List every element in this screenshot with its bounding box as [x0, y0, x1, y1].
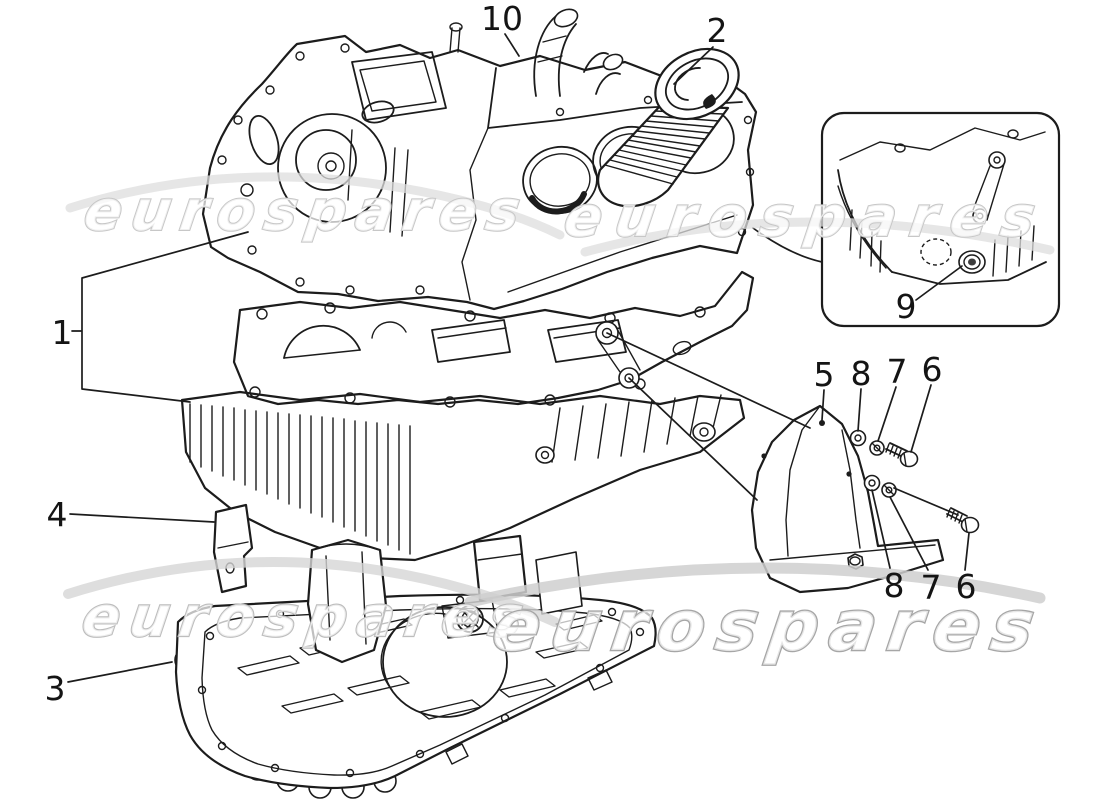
callout-9: 9 — [896, 287, 917, 326]
callout-5: 5 — [814, 355, 835, 394]
part-oil-sump-pan — [174, 593, 657, 799]
part-cylinder-sleeve — [597, 47, 740, 208]
callout-10: 10 — [481, 0, 523, 38]
callout-6-lower: 6 — [956, 567, 977, 606]
bolt-upper — [885, 442, 919, 468]
watermark-logo-top-left: eurospares — [79, 178, 525, 245]
callout-7-lower: 7 — [921, 568, 942, 607]
part-washers-and-bolts — [849, 429, 980, 534]
callout-2: 2 — [707, 11, 728, 50]
callout-8-upper: 8 — [851, 354, 872, 393]
callout-7-upper: 7 — [887, 352, 908, 391]
watermark-text: eurospares — [80, 179, 524, 244]
inset-detail-box — [752, 111, 1061, 328]
part-crankcase-lower-half — [232, 270, 755, 408]
part-finned-spacer — [180, 390, 746, 562]
bolt-lower — [946, 507, 980, 534]
callout-8-lower: 8 — [884, 566, 905, 605]
callout-1: 1 — [52, 313, 73, 352]
inset-drawing — [837, 127, 1047, 285]
assembly-lines — [606, 332, 811, 501]
callout-4: 4 — [47, 495, 68, 534]
water-pipe — [533, 8, 624, 97]
part-cylinder-block — [201, 8, 758, 311]
callout-3: 3 — [45, 669, 66, 708]
sump-plug — [958, 250, 986, 274]
callout-6-upper: 6 — [922, 350, 943, 389]
callout-layer: 1 10 2 4 3 5 8 7 6 9 8 7 6 — [45, 0, 977, 708]
